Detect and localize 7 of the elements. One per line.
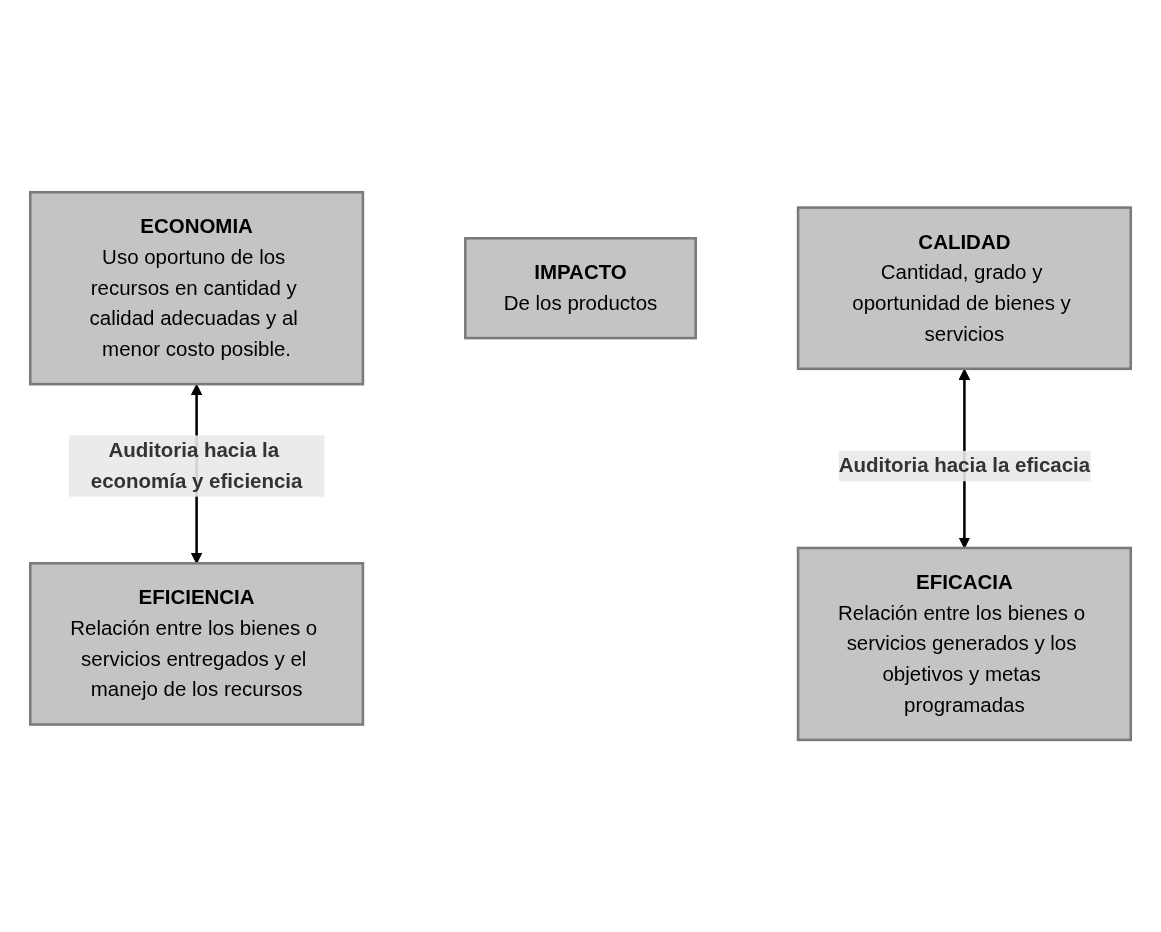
- edge-label: Auditoria hacia la eficacia: [838, 454, 1091, 477]
- node-box: ECONOMIA Uso oportuno de los recursos en cantidad y calidad adecuadas y al menor costo posible.: [28, 190, 365, 386]
- node-box: CALIDAD Cantidad, grado y oportunidad de bienes y servicios: [796, 206, 1133, 371]
- node-box: EFICACIA Relación entre los bienes o servicios generados y los objetivos y metas programadas: [796, 546, 1133, 742]
- node-box: IMPACTO De los productos: [464, 236, 697, 340]
- edge-label: Auditoria hacia la economía y eficiencia: [90, 439, 303, 492]
- node-box: EFICIENCIA Relación entre los bienes o servicios entregados y el manejo de los recursos: [28, 561, 365, 726]
